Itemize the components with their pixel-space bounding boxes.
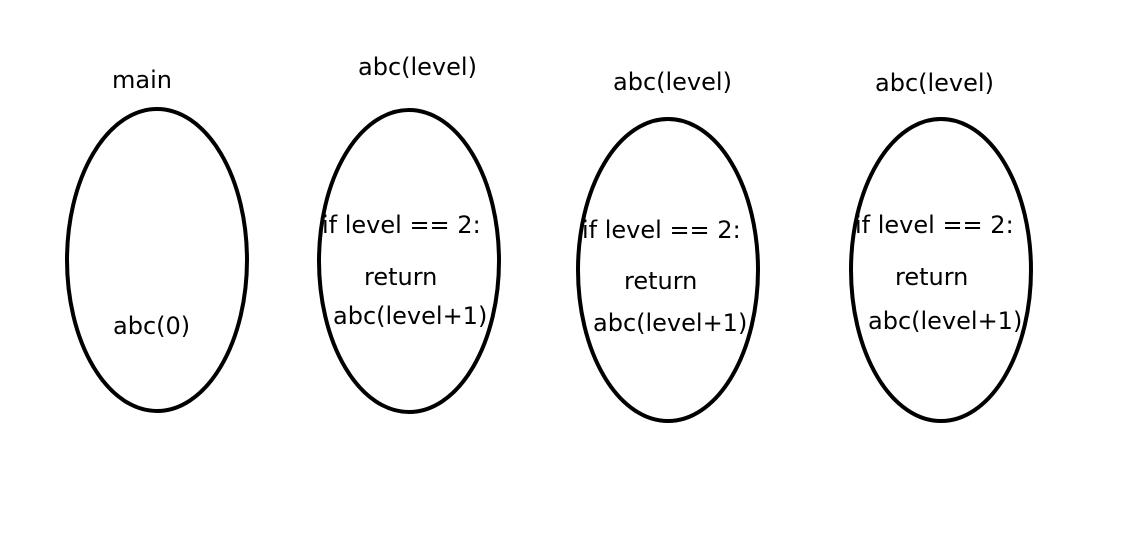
frame-line-main-call: abc(0) [113, 312, 191, 340]
frame-line-abc-1-return: return [364, 263, 438, 291]
frame-title-main: main [112, 66, 172, 94]
frame-line-abc-2-return: return [624, 267, 698, 295]
frame-title-abc-2: abc(level) [613, 68, 732, 96]
frame-ellipse-abc-1 [317, 108, 501, 414]
frame-line-abc-3-return: return [895, 263, 969, 291]
frame-line-abc-1-call: abc(level+1) [333, 302, 488, 330]
frame-title-abc-1: abc(level) [358, 53, 477, 81]
frame-ellipse-abc-3 [849, 117, 1033, 423]
frame-line-abc-2-condition: if level == 2: [582, 216, 741, 244]
frame-title-abc-3: abc(level) [875, 69, 994, 97]
frame-line-abc-3-condition: if level == 2: [855, 211, 1014, 239]
frame-ellipse-abc-2 [576, 117, 760, 423]
frame-line-abc-1-condition: if level == 2: [322, 211, 481, 239]
frame-ellipse-main [65, 107, 249, 413]
frame-line-abc-2-call: abc(level+1) [593, 309, 748, 337]
frame-line-abc-3-call: abc(level+1) [868, 307, 1023, 335]
